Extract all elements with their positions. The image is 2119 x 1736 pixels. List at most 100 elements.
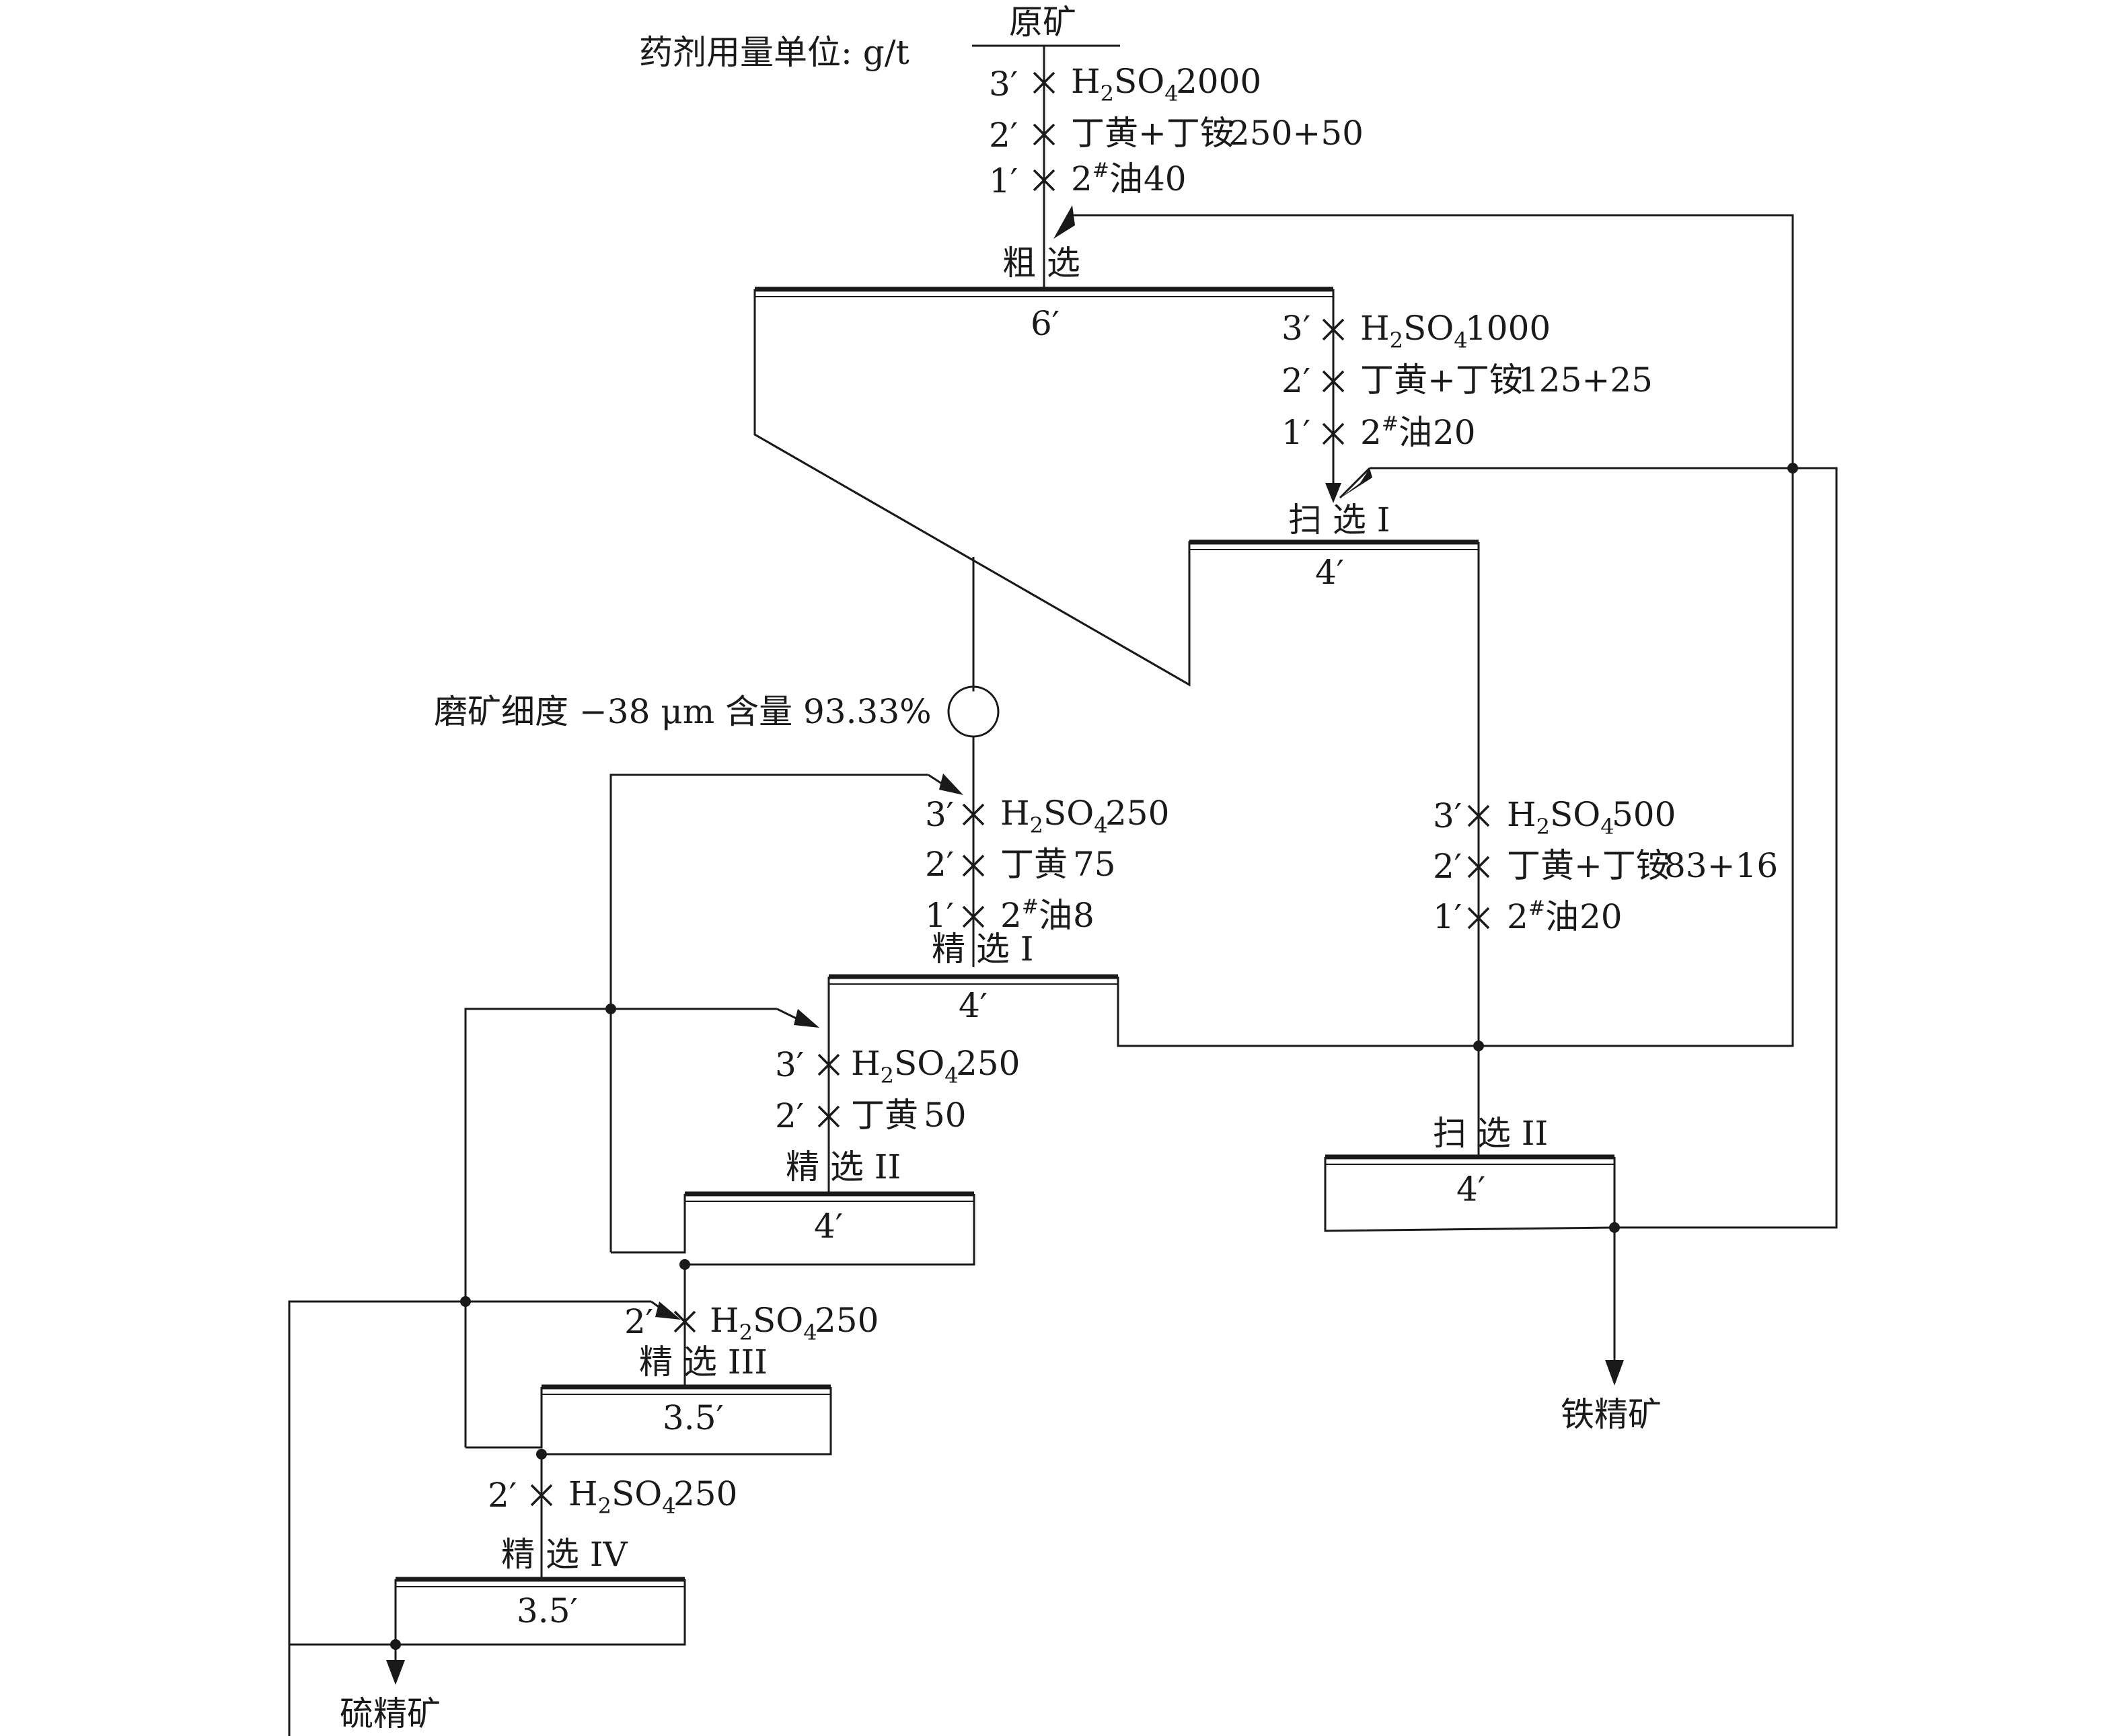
cleaner2-cell: [611, 1191, 975, 1387]
recycle-to-scavenger1-end: [1339, 467, 1371, 499]
scavenger2-label: 扫 选 II: [1433, 1114, 1548, 1153]
reagent-name: 2#油: [1071, 159, 1143, 198]
reagent-dose: 83+16: [1664, 846, 1778, 885]
reagent-dose: 20: [1579, 897, 1623, 936]
feed-label: 原矿: [1009, 3, 1076, 42]
rougher-reagent-block: 3′ H2SO4 2000 2′ 丁黄+丁铵 250+50 1′ 2#油 40: [989, 62, 1364, 200]
reagent-name: 2#油: [1507, 897, 1579, 936]
reagent-time: 2′: [624, 1302, 653, 1341]
reagent-name: H2SO4: [568, 1474, 676, 1519]
cleaner3-tails-recycle: [464, 1008, 777, 1447]
reagent-dose: 50: [924, 1096, 967, 1135]
scavenger2-time: 4′: [1456, 1170, 1485, 1209]
reagent-time: 1′: [1433, 897, 1462, 936]
reagent-unit-note: 药剂用量单位: g/t: [639, 33, 909, 72]
cleaner4-label: 精 选 IV: [501, 1535, 628, 1574]
reagent-time: 3′: [1433, 796, 1462, 835]
arrow-to-sulfur-concentrate: [386, 1660, 405, 1685]
reagent-name: 丁黄+丁铵: [1360, 361, 1523, 400]
reagent-addition-mark: [1033, 169, 1055, 192]
junction-dot: [460, 1296, 471, 1307]
reagent-dose: 250: [956, 1044, 1020, 1083]
reagent-time: 2′: [989, 116, 1018, 155]
recycle-to-rougher-end: [1058, 215, 1074, 231]
reagent-name: 丁黄+丁铵: [1071, 114, 1234, 153]
reagent-addition-mark: [962, 854, 985, 877]
reagent-addition-mark: [1033, 71, 1055, 94]
iron-concentrate-label: 铁精矿: [1561, 1395, 1662, 1434]
junction-dot: [679, 1259, 690, 1270]
reagent-time: 2′: [775, 1096, 804, 1135]
reagent-addition-mark: [962, 905, 985, 928]
cleaner3-cell: [466, 1384, 832, 1579]
reagent-dose: 8: [1073, 896, 1094, 935]
reagent-time: 2′: [488, 1476, 517, 1515]
reagent-dose: 250: [815, 1301, 879, 1340]
reagent-dose: 2000: [1176, 62, 1261, 101]
reagent-dose: 250: [673, 1474, 737, 1513]
cleaner1-reagent-block: 3′ H2SO4 250 2′ 丁黄 75 1′ 2#油 8: [925, 794, 1169, 935]
reagent-time: 1′: [989, 161, 1018, 200]
reagent-addition-mark: [530, 1484, 553, 1507]
cleaner2-time: 4′: [814, 1207, 843, 1246]
reagent-addition-mark: [1322, 422, 1345, 445]
cleaner3-label: 精 选 III: [639, 1343, 768, 1382]
reagent-name: 丁黄: [851, 1096, 918, 1135]
cleaner1-cell: [827, 214, 1794, 1196]
grinding-note: 磨矿细度 −38 μm 含量 93.33%: [434, 692, 932, 731]
reagent-time: 1′: [925, 896, 954, 935]
junction-dot: [1787, 463, 1798, 474]
arrow-into-cleaner1: [939, 773, 963, 795]
scavenger1-reagent-block: 3′ H2SO4 1000 2′ 丁黄+丁铵 125+25 1′ 2#油 20: [1281, 309, 1653, 452]
reagent-name: 2#油: [1000, 895, 1072, 935]
sulfur-concentrate-label: 硫精矿: [340, 1694, 441, 1733]
cleaner2-label: 精 选 II: [786, 1147, 901, 1186]
cleaner1-label: 精 选 I: [932, 930, 1034, 969]
reagent-time: 3′: [989, 65, 1018, 104]
reagent-dose: 40: [1144, 159, 1187, 198]
arrow-into-scavenger1: [1325, 483, 1341, 503]
reagent-time: 2′: [925, 845, 954, 884]
arrow-into-scavenger1-recycle: [1339, 468, 1372, 499]
junction-dot: [605, 1004, 616, 1014]
reagent-addition-mark: [817, 1105, 840, 1128]
scavenger1-label: 扫 选 I: [1288, 500, 1390, 539]
reagent-time: 1′: [1281, 413, 1310, 452]
reagent-addition-mark: [962, 803, 985, 826]
cleaner2-reagent-block: 3′ H2SO4 250 2′ 丁黄 50: [775, 1044, 1020, 1135]
reagent-name: H2SO4: [1507, 795, 1614, 839]
cleaner4-time: 3.5′: [517, 1591, 578, 1630]
reagent-name: 2#油: [1360, 412, 1432, 452]
reagent-name: 丁黄: [1000, 845, 1068, 884]
arrow-to-iron-concentrate: [1605, 1360, 1624, 1386]
reagent-addition-mark: [1322, 318, 1345, 341]
reagent-addition-mark: [673, 1310, 696, 1333]
reagent-time: 2′: [1433, 847, 1462, 886]
reagent-dose: 20: [1433, 413, 1476, 452]
reagent-addition-mark: [1467, 907, 1490, 930]
arrow-into-cleaner2: [794, 1009, 819, 1028]
junction-dot: [536, 1449, 547, 1460]
reagent-name: 丁黄+丁铵: [1507, 846, 1670, 885]
reagent-name: H2SO4: [1360, 309, 1468, 353]
arrow-into-rougher: [1053, 205, 1075, 239]
scavenger1-cell: [1189, 539, 1480, 1046]
reagent-addition-mark: [1467, 804, 1490, 827]
reagent-name: H2SO4: [710, 1301, 817, 1345]
reagent-name: H2SO4: [1071, 62, 1179, 106]
regrind-mill-icon: [947, 685, 1000, 738]
reagent-name: H2SO4: [1000, 794, 1108, 838]
cleaner3-time: 3.5′: [663, 1398, 724, 1437]
rougher-time: 6′: [1031, 304, 1060, 343]
recycle-to-cleaner1-end: [928, 773, 956, 794]
cleaner4-cell: [289, 1577, 686, 1651]
scavenger2-reagent-block: 3′ H2SO4 500 2′ 丁黄+丁铵 83+16 1′ 2#油 20: [1433, 795, 1778, 936]
reagent-addition-mark: [1322, 370, 1345, 393]
reagent-time: 3′: [1281, 309, 1310, 348]
cleaner1-time: 4′: [959, 986, 988, 1025]
reagent-dose: 250: [1105, 794, 1169, 833]
reagent-addition-mark: [1033, 123, 1055, 146]
scavenger1-time: 4′: [1315, 553, 1344, 592]
reagent-dose: 500: [1612, 795, 1676, 834]
